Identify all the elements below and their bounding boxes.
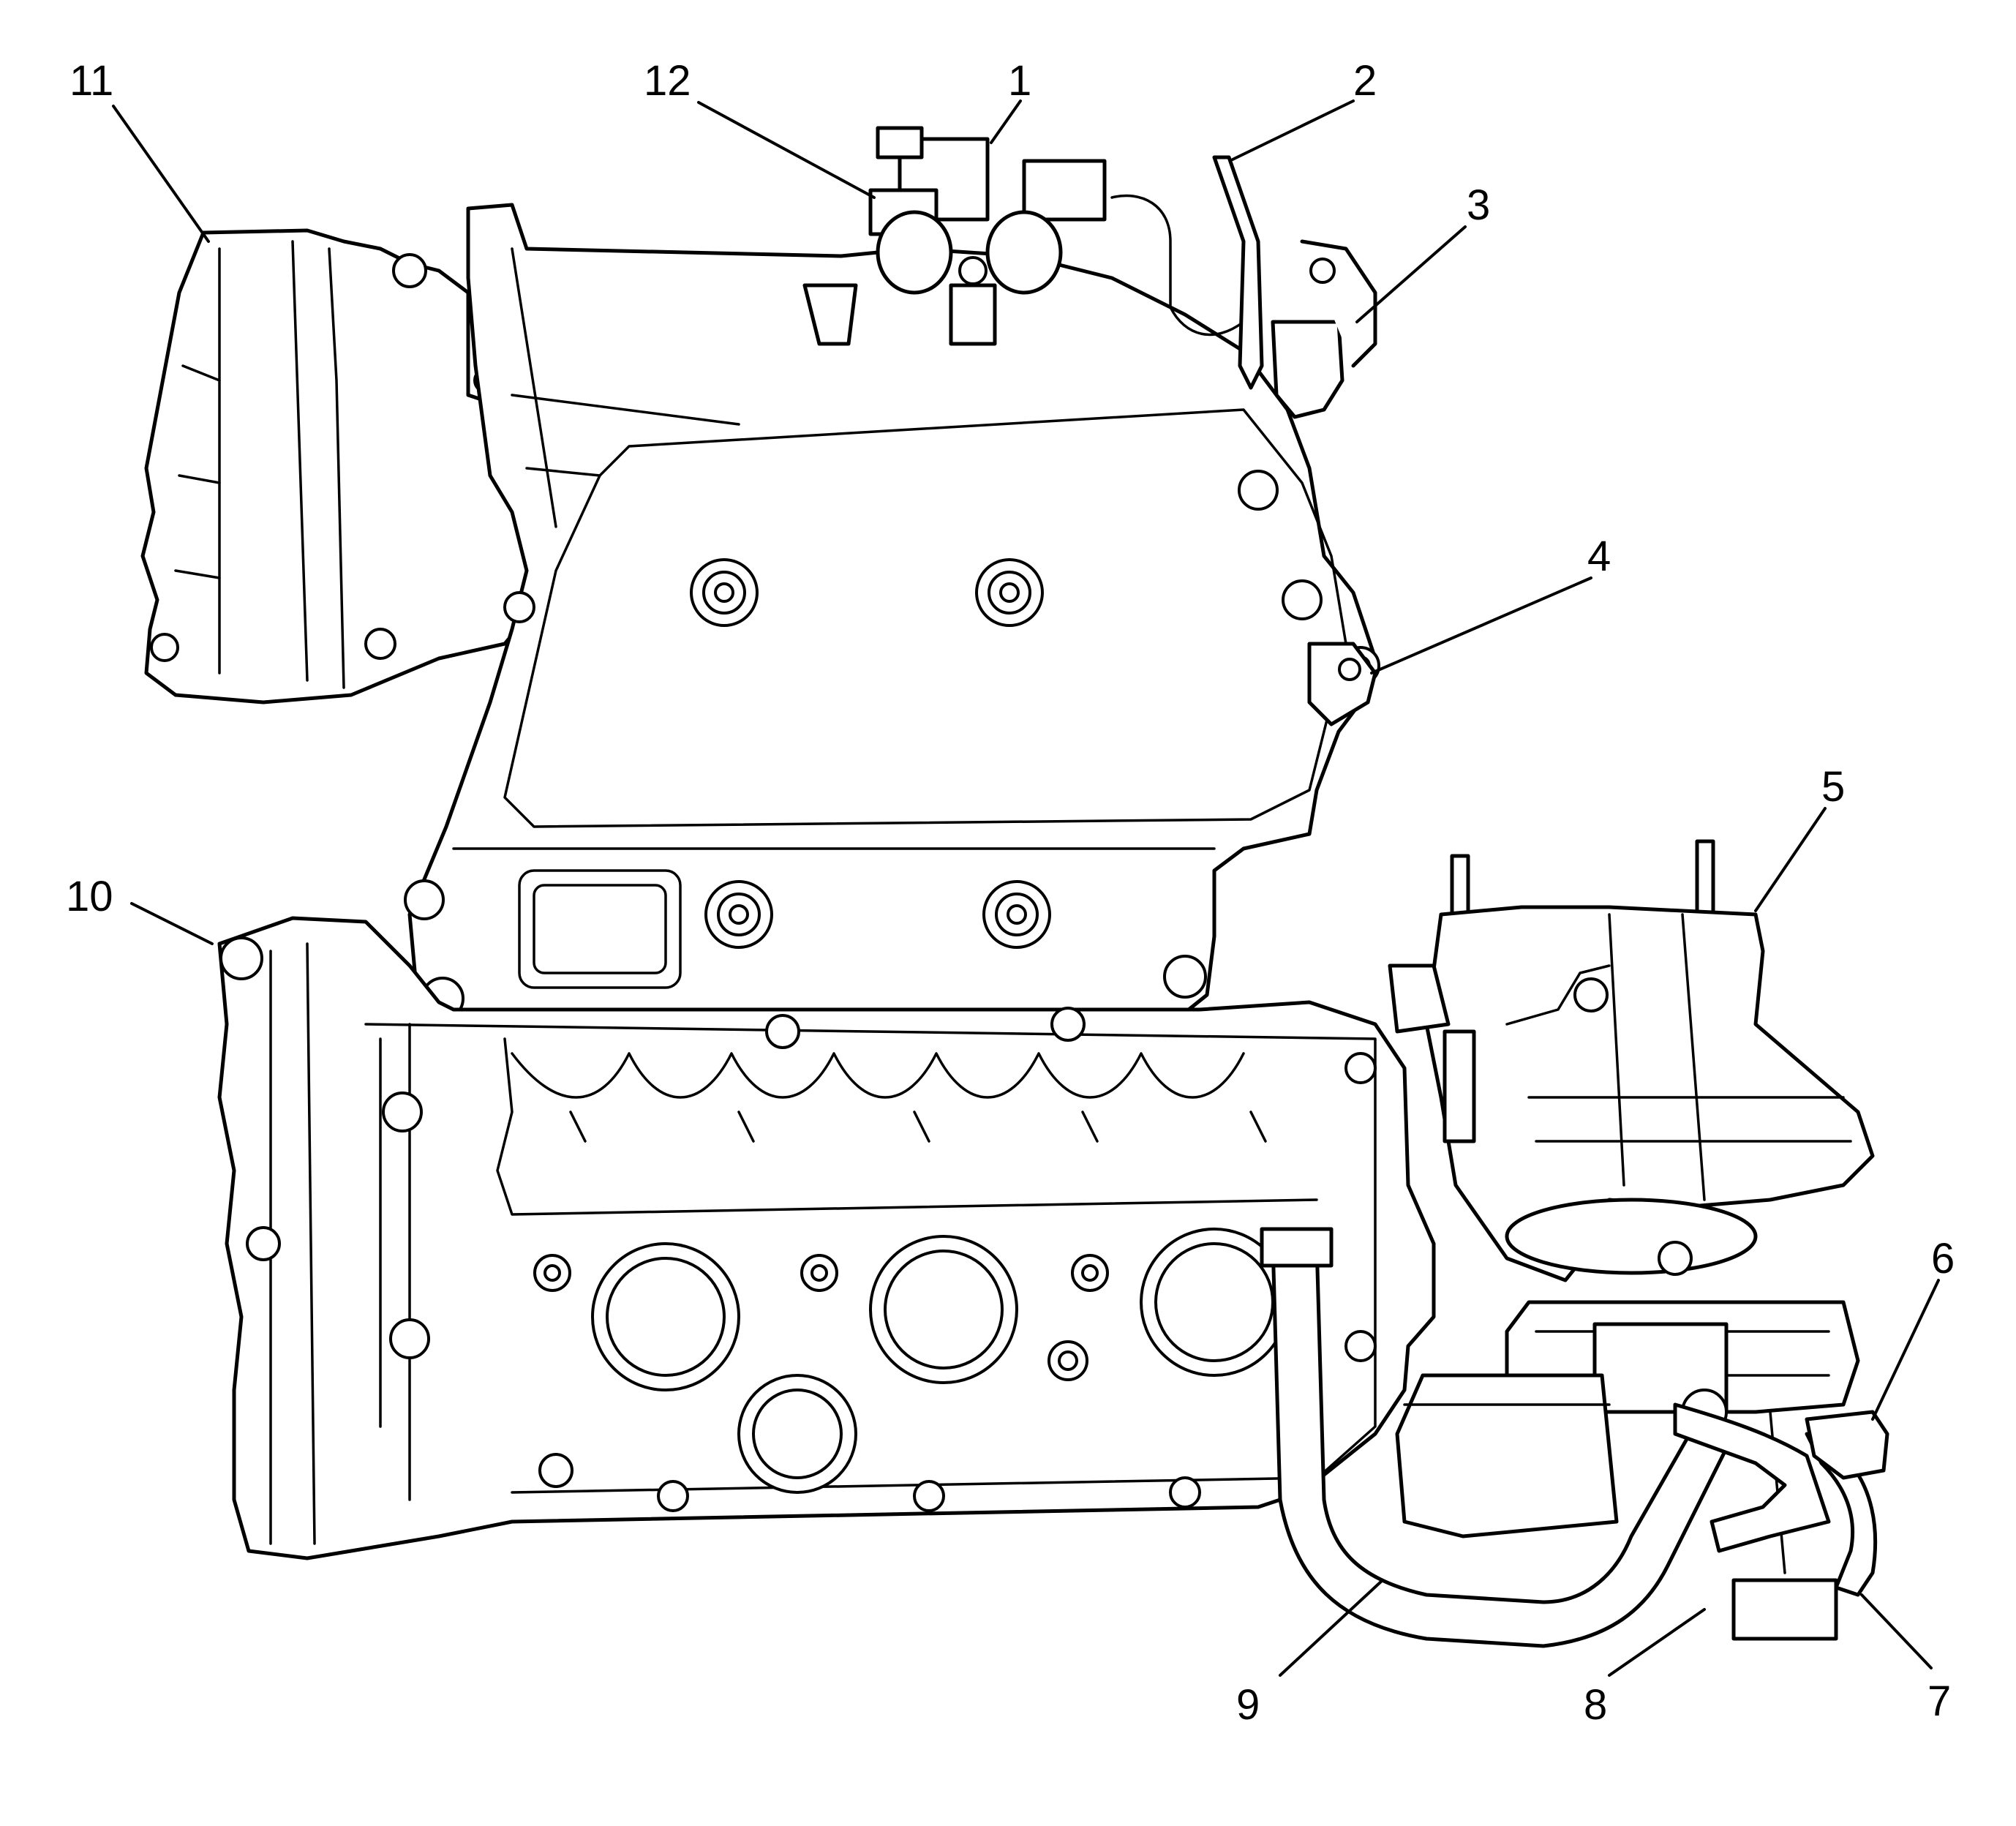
leader-line-2 [1231,99,1355,161]
turbo-throttle-assembly [1388,839,1875,1641]
top-sensor-cluster [802,126,1377,419]
hose-8 [1673,1402,1831,1553]
upper-intake-plenum [404,203,1380,1056]
callout-12: 12 [644,57,691,105]
leader-line-8 [1608,1608,1706,1677]
callout-11: 11 [69,57,113,105]
leader-line-4 [1370,576,1592,675]
leader-line-10 [130,902,214,945]
callout-8: 8 [1584,1681,1607,1729]
leader-line-1 [990,99,1022,144]
leader-lines [112,99,1940,1677]
callout-3: 3 [1467,181,1490,229]
callout-7: 7 [1927,1677,1951,1725]
connector-6 [1805,1410,1889,1480]
leader-line-9 [1279,1579,1384,1677]
bracket-tab-4 [1307,642,1377,726]
callout-2: 2 [1353,57,1377,105]
callout-9: 9 [1236,1681,1260,1729]
leader-line-11 [112,105,210,243]
callout-4: 4 [1587,533,1611,580]
leader-line-3 [1355,225,1467,323]
leader-line-5 [1754,807,1827,912]
lower-valve-cover [217,916,1436,1560]
leader-line-12 [697,101,876,199]
callout-10: 10 [66,873,113,920]
left-upper-cover [140,228,558,705]
callout-1: 1 [1008,57,1031,105]
hose-7 [1805,1432,1878,1597]
leader-line-7 [1860,1593,1933,1669]
callout-labels: 1 2 3 4 5 6 7 8 9 10 11 12 [66,57,1955,1729]
callout-5: 5 [1821,763,1845,811]
leader-line-6 [1871,1279,1940,1421]
callout-6: 6 [1931,1235,1955,1282]
